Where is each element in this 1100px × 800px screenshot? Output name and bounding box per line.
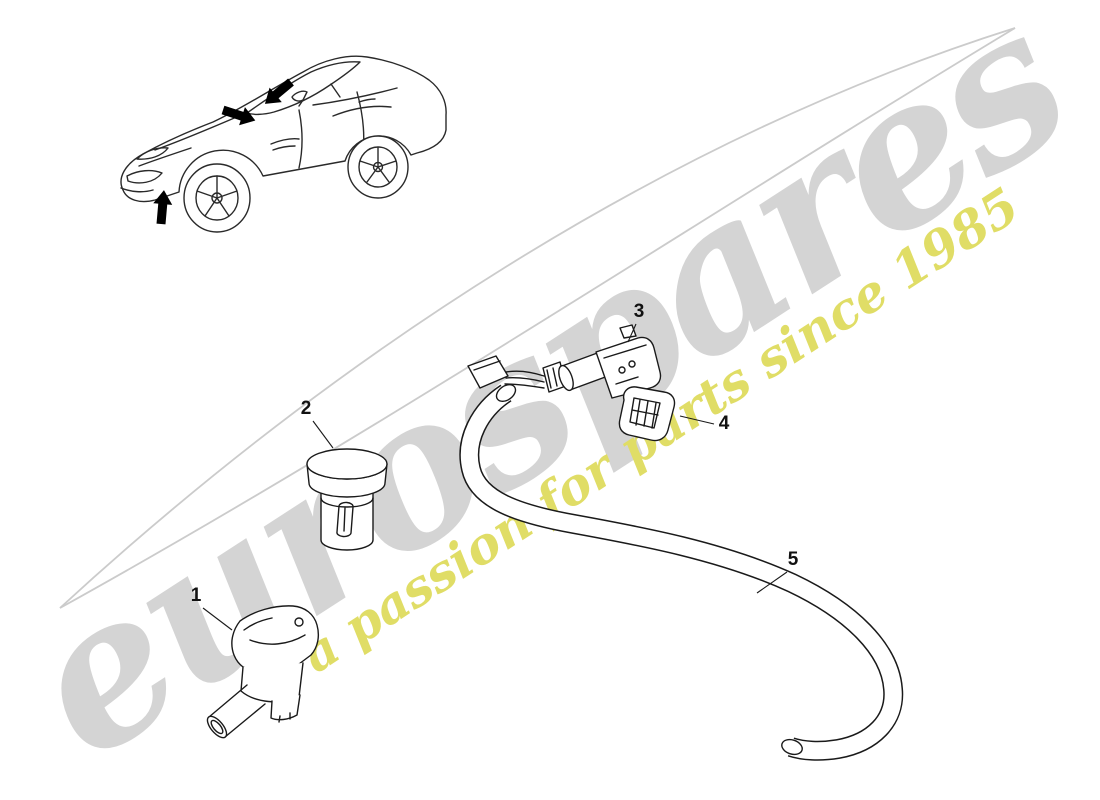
cap-slot <box>336 501 354 538</box>
swoosh-curve-lower <box>59 27 1016 609</box>
jet-top-tab <box>619 324 637 339</box>
part-label-4[interactable]: 4 <box>719 413 730 434</box>
location-arrow-front-bumper <box>153 190 173 225</box>
car-door-handle <box>358 98 376 103</box>
part-labels: 1 2 3 4 5 <box>191 301 799 631</box>
car-location-illustration <box>120 55 447 233</box>
jet-connector <box>467 355 509 389</box>
pump-lower-housing <box>240 662 304 703</box>
part-washer-pump <box>206 605 320 739</box>
part-washer-hose <box>459 383 904 761</box>
car-door-seam-front <box>298 109 303 169</box>
jet-slot <box>615 376 639 385</box>
pump-barrel-sides <box>208 684 266 738</box>
clip-outer <box>618 386 676 442</box>
car-grille <box>126 169 163 184</box>
jet-barrel-end <box>558 364 574 392</box>
part-label-3[interactable]: 3 <box>634 301 645 322</box>
jet-connector-detail <box>473 360 501 371</box>
pump-barrel-end <box>206 715 228 739</box>
leader-line-1 <box>202 607 233 631</box>
location-arrow-cowl-left <box>221 105 256 126</box>
car-side-vent <box>270 138 300 151</box>
jet-nozzle-body <box>595 336 662 399</box>
hose-open-end-bottom <box>781 738 803 756</box>
pump-barrel-bore <box>210 719 224 735</box>
part-reservoir-cap <box>306 448 388 551</box>
pump-body <box>231 605 320 672</box>
clip-bars <box>631 399 659 429</box>
hose-outline <box>459 384 904 761</box>
jet-hole-1 <box>618 366 626 374</box>
car-splitter <box>120 187 154 193</box>
car-fender-line <box>138 147 192 167</box>
leader-line-3 <box>627 323 637 343</box>
part-label-1[interactable]: 1 <box>191 585 202 606</box>
pump-detail-lines <box>243 617 306 645</box>
jet-wires <box>504 370 545 389</box>
car-mirror <box>291 90 308 107</box>
pump-detail-port <box>294 617 304 627</box>
pump-connector-pins <box>278 712 291 723</box>
car-hood-crease <box>154 115 240 151</box>
front-wheel <box>183 163 251 233</box>
car-beltline <box>312 87 398 106</box>
leader-line-5 <box>756 571 788 594</box>
cap-dome <box>306 448 388 480</box>
hose-fill <box>460 385 902 760</box>
jet-wrap-hatch <box>546 367 558 389</box>
cap-neck-seam <box>320 497 374 508</box>
part-washer-jet <box>467 324 662 399</box>
car-rear-haunch <box>332 105 392 117</box>
car-body <box>120 55 447 203</box>
leader-line-4 <box>679 415 715 425</box>
car-b-pillar <box>330 83 341 98</box>
leader-line-2 <box>312 420 334 449</box>
swoosh-curve-upper <box>59 27 1016 609</box>
pump-connector <box>270 694 301 721</box>
part-jet-clip <box>618 386 676 442</box>
jet-nozzle-line <box>603 344 647 359</box>
part-label-5[interactable]: 5 <box>788 549 799 570</box>
hose-open-end-top <box>495 383 517 403</box>
rear-wheel <box>347 135 409 199</box>
location-arrow-cowl-right <box>264 78 294 104</box>
clip-inner <box>629 397 661 429</box>
car-side-window <box>246 61 361 116</box>
part-label-2[interactable]: 2 <box>301 398 312 419</box>
jet-hole-2 <box>628 360 636 368</box>
car-headlight <box>136 147 169 160</box>
